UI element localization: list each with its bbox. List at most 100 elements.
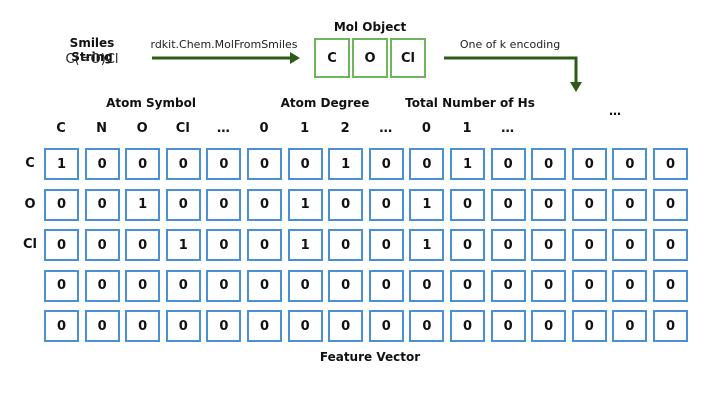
matrix-cell: 0 <box>571 310 607 343</box>
mol-object-title: Mol Object <box>333 20 407 34</box>
feature-vector-label: Feature Vector <box>319 350 421 364</box>
matrix-cell: 0 <box>84 148 120 180</box>
matrix-cell: 0 <box>206 188 242 221</box>
matrix-cell: 0 <box>328 310 364 343</box>
matrix-cell: 0 <box>165 310 201 343</box>
group-extra-ellipsis: … <box>609 104 621 118</box>
column-header: … <box>379 121 393 136</box>
column-header: 1 <box>300 121 310 136</box>
matrix-cell: 0 <box>84 269 120 302</box>
matrix-cell: 0 <box>653 229 688 262</box>
matrix-cell: 0 <box>531 229 567 262</box>
matrix-cell: 1 <box>165 229 201 262</box>
arrow-to-mol-head <box>290 52 300 64</box>
matrix-cell: 0 <box>287 148 323 180</box>
matrix-cell: 0 <box>531 310 567 343</box>
matrix-cell: 0 <box>125 269 161 302</box>
group-atom-symbol: Atom Symbol <box>106 96 196 110</box>
matrix-cell: 0 <box>44 188 79 221</box>
matrix-cell: 0 <box>247 269 282 302</box>
matrix-cell: 0 <box>450 310 485 343</box>
matrix-cell: 0 <box>84 310 120 343</box>
column-header: … <box>216 121 230 136</box>
group-total-hs: Total Number of Hs <box>405 96 535 110</box>
matrix-cell: 1 <box>450 148 485 180</box>
matrix-cell: 0 <box>450 229 485 262</box>
matrix-cell: 0 <box>247 188 282 221</box>
matrix-cell: 0 <box>409 310 445 343</box>
matrix-cell: 0 <box>44 269 79 302</box>
matrix-cell: 0 <box>287 310 323 343</box>
column-header: 0 <box>421 121 431 136</box>
matrix-cell: 0 <box>450 188 485 221</box>
column-header: … <box>501 121 515 136</box>
smiles-title: Smiles String <box>69 36 115 64</box>
matrix-cell: 0 <box>531 269 567 302</box>
matrix-cell: 0 <box>206 310 242 343</box>
matrix-cell: 0 <box>612 188 648 221</box>
matrix-cell: 0 <box>409 148 445 180</box>
matrix-cell: 0 <box>125 229 161 262</box>
matrix-cell: 0 <box>653 269 688 302</box>
matrix-cell: 0 <box>206 269 242 302</box>
matrix-cell: 0 <box>206 229 242 262</box>
function-label: rdkit.Chem.MolFromSmiles <box>150 38 298 51</box>
matrix-cell: 0 <box>653 188 688 221</box>
matrix-cell: 0 <box>368 188 404 221</box>
matrix-cell: 0 <box>84 229 120 262</box>
matrix-cell: 0 <box>531 188 567 221</box>
column-header: C <box>56 121 66 136</box>
matrix-cell: 0 <box>165 148 201 180</box>
matrix-cell: 1 <box>409 229 445 262</box>
matrix-cell: 1 <box>287 188 323 221</box>
mol-atom-box: C <box>314 38 350 78</box>
matrix-cell: 0 <box>450 269 485 302</box>
matrix-cell: 0 <box>287 269 323 302</box>
matrix-cell: 1 <box>409 188 445 221</box>
group-atom-degree: Atom Degree <box>280 96 370 110</box>
matrix-cell: 0 <box>531 148 567 180</box>
matrix-cell: 0 <box>125 310 161 343</box>
matrix-cell: 0 <box>490 148 526 180</box>
row-header: O <box>24 196 36 212</box>
matrix-cell: 0 <box>571 269 607 302</box>
matrix-cell: 0 <box>612 310 648 343</box>
matrix-cell: 0 <box>328 188 364 221</box>
matrix-cell: 0 <box>247 310 282 343</box>
matrix-cell: 0 <box>409 269 445 302</box>
column-header: 1 <box>462 121 472 136</box>
column-header: 0 <box>259 121 269 136</box>
smiles-value: C(=O)Cl <box>65 52 119 67</box>
column-header: N <box>96 121 108 136</box>
matrix-cell: 0 <box>490 188 526 221</box>
matrix-cell: 0 <box>490 229 526 262</box>
arrow-to-matrix-head <box>570 82 582 92</box>
matrix-cell: 0 <box>328 269 364 302</box>
matrix-cell: 0 <box>490 269 526 302</box>
mol-atom-box: O <box>352 38 388 78</box>
column-header: Cl <box>175 121 190 136</box>
matrix-cell: 0 <box>165 269 201 302</box>
matrix-cell: 0 <box>368 310 404 343</box>
matrix-cell: 0 <box>125 148 161 180</box>
matrix-cell: 0 <box>368 269 404 302</box>
matrix-cell: 0 <box>653 148 688 180</box>
matrix-cell: 0 <box>368 148 404 180</box>
column-header: 2 <box>340 121 350 136</box>
matrix-cell: 0 <box>612 229 648 262</box>
matrix-cell: 0 <box>44 229 79 262</box>
matrix-cell: 0 <box>653 310 688 343</box>
mol-atom-box: Cl <box>390 38 426 78</box>
matrix-cell: 0 <box>571 148 607 180</box>
row-header: C <box>25 156 35 171</box>
matrix-cell: 0 <box>44 310 79 343</box>
matrix-cell: 0 <box>571 188 607 221</box>
matrix-cell: 0 <box>165 188 201 221</box>
matrix-cell: 0 <box>206 148 242 180</box>
matrix-cell: 0 <box>247 229 282 262</box>
matrix-cell: 0 <box>612 269 648 302</box>
matrix-cell: 0 <box>328 229 364 262</box>
encoding-label: One of k encoding <box>459 38 561 51</box>
matrix-cell: 0 <box>490 310 526 343</box>
